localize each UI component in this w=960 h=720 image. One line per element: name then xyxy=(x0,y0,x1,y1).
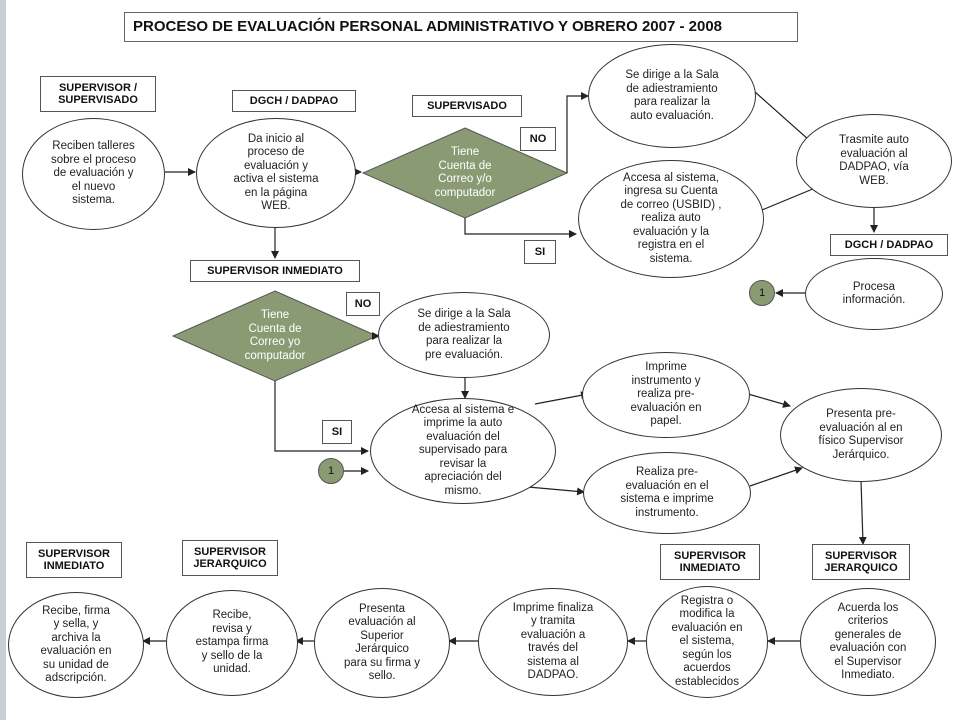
node-accesa-sistema-1: Accesa al sistema, ingresa su Cuenta de … xyxy=(578,160,764,278)
node-recibe-revisa: Recibe, revisa y estampa firma y sello d… xyxy=(166,590,298,696)
node-imprime-finaliza: Imprime finaliza y tramita evaluación a … xyxy=(478,588,628,696)
node-realiza-pre: Realiza pre- evaluación en el sistema e … xyxy=(583,452,751,534)
label-si-1: SI xyxy=(524,240,556,264)
node-sala-pre: Se dirige a la Sala de adiestramiento pa… xyxy=(378,292,550,378)
page-title: PROCESO DE EVALUACIÓN PERSONAL ADMINISTR… xyxy=(124,12,798,42)
arrow-accesa-to-realiza xyxy=(527,486,585,496)
node-trasmite: Trasmite auto evaluación al DADPAO, vía … xyxy=(796,114,952,208)
node-sala-auto: Se dirige a la Sala de adiestramiento pa… xyxy=(588,44,756,148)
node-accesa-imprime: Accesa al sistema e imprime la auto eval… xyxy=(370,398,556,504)
label-dgch-dadpao-1: DGCH / DADPAO xyxy=(232,90,356,112)
label-supervisor-jerarquico-2: SUPERVISOR JERARQUICO xyxy=(812,544,910,580)
node-presenta-pre: Presenta pre- evaluación al en físico Su… xyxy=(780,388,942,482)
arrow-diamond2-si xyxy=(274,381,369,455)
label-no-2: NO xyxy=(346,292,380,316)
label-supervisor-inmediato-3: SUPERVISOR INMEDIATO xyxy=(660,544,760,580)
node-procesa: Procesa información. xyxy=(805,258,943,330)
node-da-inicio: Da inicio al proceso de evaluación y act… xyxy=(196,118,356,228)
node-registra: Registra o modifica la evaluación en el … xyxy=(646,586,768,698)
decision-diamond-2-text: Tiene Cuenta de Correo yo computador xyxy=(244,309,306,362)
label-supervisado: SUPERVISADO xyxy=(412,95,522,117)
label-si-2: SI xyxy=(322,420,352,444)
label-supervisor-inmediato-1: SUPERVISOR INMEDIATO xyxy=(190,260,360,282)
left-margin-bar xyxy=(0,0,6,720)
node-imprime-instrumento: Imprime instrumento y realiza pre- evalu… xyxy=(582,352,750,438)
connector-1-top: 1 xyxy=(749,280,775,306)
node-recibe-firma: Recibe, firma y sella, y archiva la eval… xyxy=(8,592,144,698)
arrow-presenta-down xyxy=(858,479,867,545)
connector-1-left: 1 xyxy=(318,458,344,484)
node-reciben-talleres: Reciben talleres sobre el proceso de eva… xyxy=(22,118,165,230)
arrow-realiza-to-presenta xyxy=(749,466,803,487)
arrow-accesa-to-imprime xyxy=(534,391,589,405)
decision-diamond-1-text: Tiene Cuenta de Correo y/o computador xyxy=(434,146,496,199)
arrow-accesa-to-trasmite xyxy=(761,184,821,211)
node-acuerda: Acuerda los criterios generales de evalu… xyxy=(800,588,936,696)
label-no-1: NO xyxy=(520,127,556,151)
label-supervisor-supervisado: SUPERVISOR / SUPERVISADO xyxy=(40,76,156,112)
label-supervisor-inmediato-2: SUPERVISOR INMEDIATO xyxy=(26,542,122,578)
node-presenta-evaluacion: Presenta evaluación al Superior Jerárqui… xyxy=(314,588,450,698)
label-dgch-dadpao-2: DGCH / DADPAO xyxy=(830,234,948,256)
label-supervisor-jerarquico-1: SUPERVISOR JERARQUICO xyxy=(182,540,278,576)
arrow-diamond1-si xyxy=(464,218,577,238)
arrow-diamond1-no xyxy=(566,92,589,173)
arrow-imprime-to-presenta xyxy=(747,393,791,408)
